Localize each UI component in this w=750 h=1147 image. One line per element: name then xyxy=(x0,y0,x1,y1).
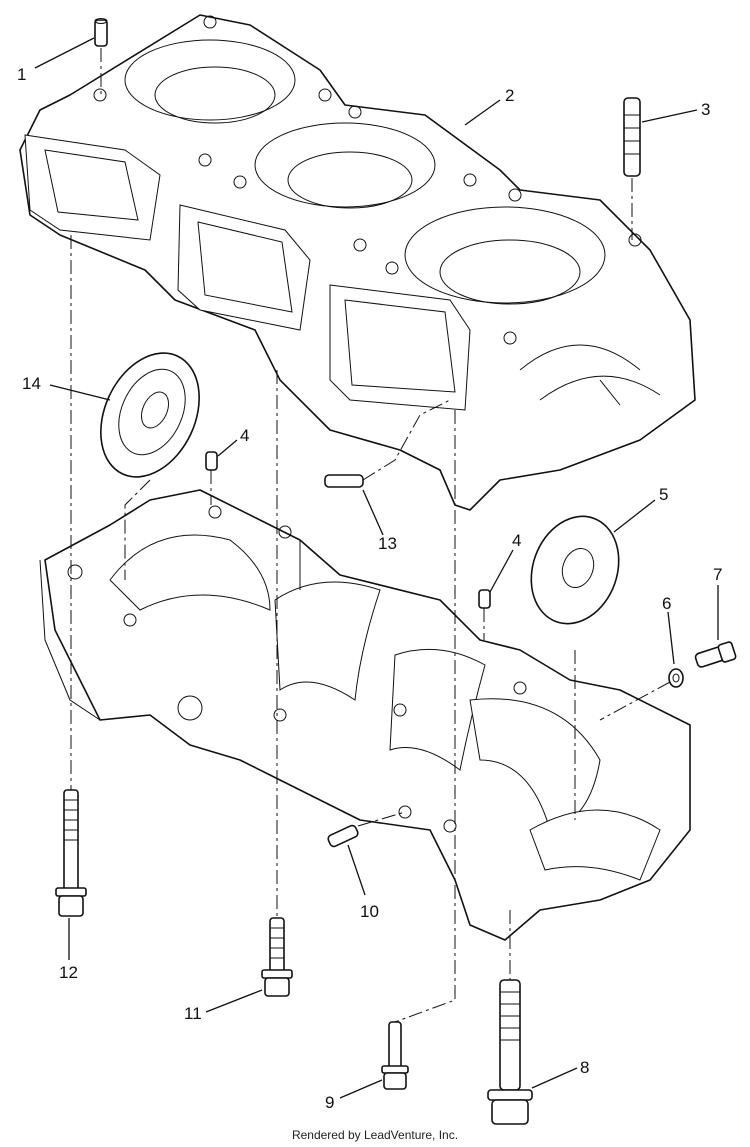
bolt-8 xyxy=(487,979,533,1125)
oil-seal-14 xyxy=(100,352,200,478)
bolt-11 xyxy=(261,917,293,997)
assembly-lines xyxy=(70,48,671,1023)
callout-5: 5 xyxy=(659,485,668,504)
dowel-pin-1 xyxy=(94,18,108,47)
stud-3 xyxy=(623,97,641,177)
rendered-by-credit: Rendered by LeadVenture, Inc. xyxy=(291,1128,459,1142)
stud-13 xyxy=(324,474,364,488)
callout-9: 9 xyxy=(325,1093,334,1112)
callout-14: 14 xyxy=(22,374,41,393)
callout-12: 12 xyxy=(59,963,78,982)
upper-crankcase xyxy=(19,14,696,511)
leader-lines xyxy=(34,37,719,1099)
bolt-9 xyxy=(381,1021,409,1090)
callout-labels: 1 2 3 4 4 5 6 7 8 9 10 11 12 13 14 xyxy=(17,65,722,1112)
bolt-7 xyxy=(694,641,737,668)
callout-4b: 4 xyxy=(512,531,521,550)
callout-6: 6 xyxy=(662,594,671,613)
callout-11: 11 xyxy=(184,1004,202,1023)
callout-8: 8 xyxy=(580,1058,589,1077)
bolt-12 xyxy=(55,789,87,917)
callout-3: 3 xyxy=(701,100,710,119)
callout-1: 1 xyxy=(17,65,26,84)
callout-10: 10 xyxy=(360,902,379,921)
stud-10 xyxy=(327,824,359,848)
callout-7: 7 xyxy=(713,565,722,584)
dowel-pin-4a xyxy=(205,451,218,471)
callout-2: 2 xyxy=(505,86,514,105)
callout-13: 13 xyxy=(378,534,397,553)
lower-crankcase xyxy=(39,489,691,941)
dowel-pin-4b xyxy=(478,589,491,609)
oil-seal-5 xyxy=(530,515,620,625)
callout-4a: 4 xyxy=(240,426,249,445)
washer-6 xyxy=(668,668,684,688)
